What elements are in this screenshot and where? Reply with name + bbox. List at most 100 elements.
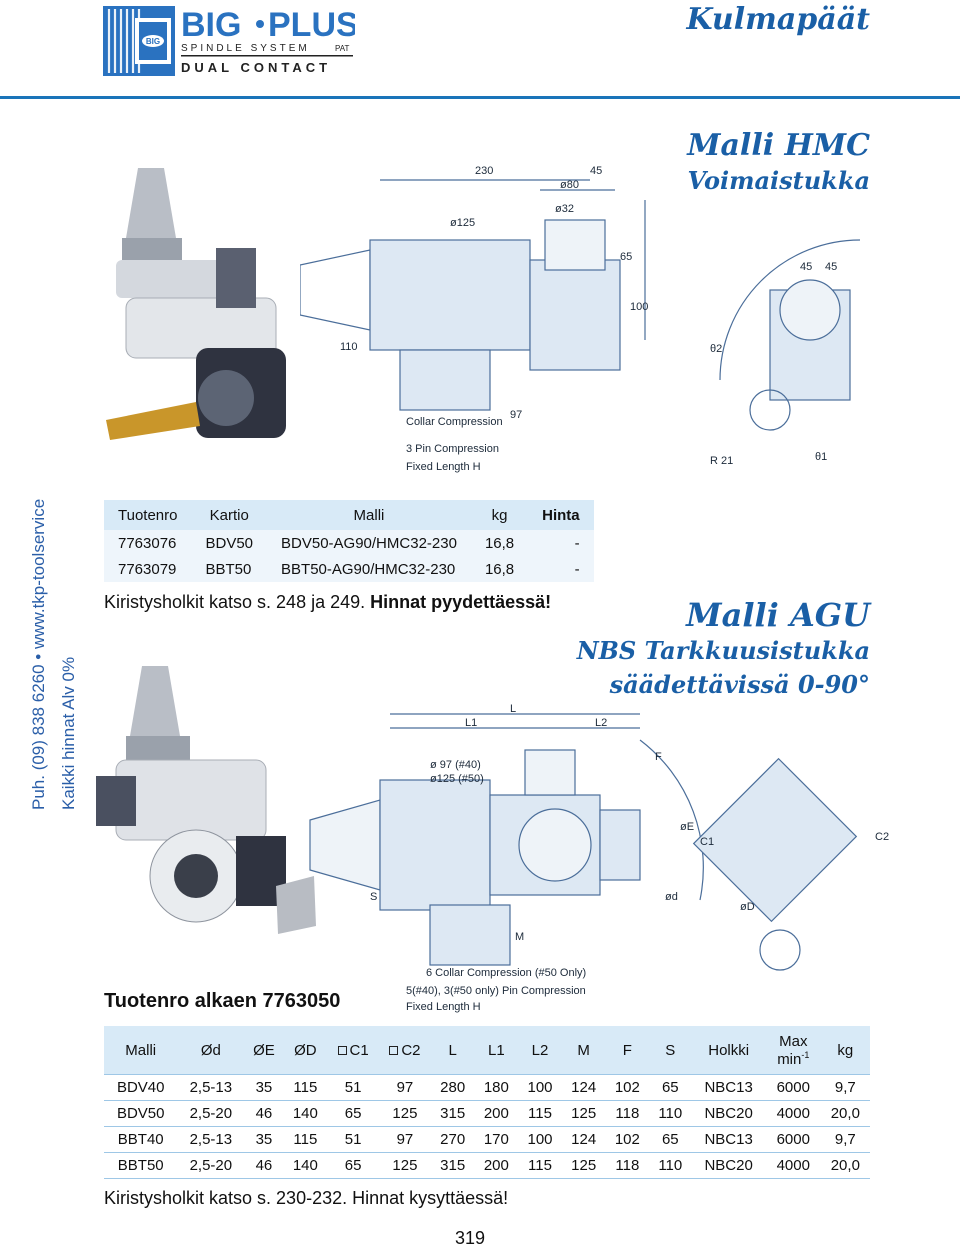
svg-text:Collar Compression: Collar Compression: [406, 416, 503, 428]
agu-cell: 180: [474, 1074, 519, 1101]
hmc-col-tuotenro: Tuotenro: [104, 500, 192, 530]
agu-cell: 125: [561, 1100, 606, 1127]
svg-text:ø 97 (#40): ø 97 (#40): [430, 759, 481, 771]
svg-text:ø125: ø125: [450, 217, 475, 229]
table-row: 7763079 BBT50 BBT50-AG90/HMC32-230 16,8 …: [104, 556, 594, 582]
agu-col-e: ØE: [244, 1026, 284, 1075]
hmc-note-plain: Kiristysholkit katso s. 248 ja 249.: [104, 592, 371, 612]
agu-col-malli: Malli: [104, 1026, 178, 1075]
agu-cell: 97: [379, 1126, 431, 1153]
agu-cell: 270: [430, 1126, 475, 1153]
agu-cell: 110: [649, 1152, 692, 1179]
agu-cell: 9,7: [820, 1074, 870, 1101]
svg-text:C1: C1: [700, 836, 714, 848]
svg-text:3 Pin Compression: 3 Pin Compression: [406, 443, 499, 455]
agu-col-l1: L1: [474, 1026, 519, 1075]
agu-cell: 65: [649, 1074, 692, 1101]
agu-cell: 9,7: [820, 1126, 870, 1153]
agu-cell: 2,5-20: [177, 1152, 245, 1179]
hmc-subtitle: Voimaistukka: [687, 166, 870, 195]
side-contact-line1: Puh. (09) 838 6260 • www.tkp-toolservice: [29, 498, 48, 810]
svg-text:F: F: [655, 751, 662, 763]
page-title: Kulmapäät: [686, 2, 870, 37]
svg-text:5(#40), 3(#50 only) Pin Compre: 5(#40), 3(#50 only) Pin Compression: [406, 985, 586, 997]
agu-cell: 100: [518, 1074, 562, 1101]
hmc-note: Kiristysholkit katso s. 248 ja 249. Hinn…: [104, 592, 551, 613]
agu-cell: 315: [430, 1152, 475, 1179]
big-plus-logo: BIG BIG PLUS SPINDLE SYSTEM PAT DUAL CON…: [103, 6, 355, 76]
agu-cell: 200: [474, 1100, 519, 1127]
logo-plus-text: PLUS: [268, 6, 355, 44]
agu-col-d: Ød: [177, 1026, 245, 1075]
page-number: 319: [454, 1228, 486, 1248]
agu-cell: 125: [561, 1152, 606, 1179]
agu-col-max-label: Max: [779, 1032, 808, 1050]
svg-text:L1: L1: [465, 717, 477, 729]
svg-text:θ2: θ2: [710, 343, 722, 355]
agu-cell: 115: [283, 1074, 328, 1101]
agu-cell: 140: [283, 1152, 328, 1179]
header-rule: [0, 96, 960, 99]
agu-cell: 4000: [765, 1100, 821, 1127]
agu-col-c2: C2: [379, 1026, 431, 1075]
agu-cell: 170: [474, 1126, 519, 1153]
logo-badge-text: BIG: [146, 37, 160, 46]
agu-cell: NBC13: [691, 1074, 766, 1101]
agu-cell: 6000: [765, 1126, 821, 1153]
svg-text:230: 230: [475, 165, 493, 177]
agu-title: Malli AGU: [686, 596, 870, 634]
agu-cell: 65: [327, 1152, 380, 1179]
hmc-cell: 16,8: [470, 530, 529, 556]
svg-text:Fixed Length H: Fixed Length H: [406, 461, 481, 473]
agu-subtitle-1: NBS Tarkkuusistukka: [576, 636, 870, 665]
agu-cell: 124: [561, 1074, 606, 1101]
agu-cell: 115: [518, 1100, 562, 1127]
agu-cell: BBT40: [104, 1126, 178, 1153]
hmc-cell: BBT50-AG90/HMC32-230: [267, 556, 471, 582]
agu-cell: 20,0: [820, 1152, 870, 1179]
agu-cell: 124: [561, 1126, 606, 1153]
svg-text:100: 100: [630, 301, 648, 313]
agu-cell: 51: [327, 1126, 380, 1153]
hmc-note-bold: Hinnat pyydettäessä!: [370, 592, 552, 612]
hmc-table: Tuotenro Kartio Malli kg Hinta 7763076 B…: [104, 500, 594, 582]
agu-note: Kiristysholkit katso s. 230-232. Hinnat …: [104, 1188, 509, 1208]
agu-cell: 125: [379, 1100, 431, 1127]
agu-cell: 115: [283, 1126, 328, 1153]
agu-col-m: M: [561, 1026, 606, 1075]
agu-col-s: S: [649, 1026, 692, 1075]
hmc-title: Malli HMC: [687, 128, 870, 163]
agu-cell: 51: [327, 1074, 380, 1101]
hmc-cell: BDV50-AG90/HMC32-230: [267, 530, 471, 556]
agu-col-dd: ØD: [283, 1026, 328, 1075]
agu-table: Malli Ød ØE ØD C1 C2 L L1 L2 M F S Holkk…: [104, 1026, 870, 1179]
svg-text:M: M: [515, 931, 524, 943]
hmc-col-kg: kg: [470, 500, 529, 530]
agu-cell: BDV40: [104, 1074, 178, 1101]
agu-cell: 65: [327, 1100, 380, 1127]
svg-text:øE: øE: [680, 821, 694, 833]
agu-table-header-row: Malli Ød ØE ØD C1 C2 L L1 L2 M F S Holkk…: [104, 1026, 870, 1075]
svg-text:ø80: ø80: [560, 179, 579, 191]
svg-text:Fixed Length H: Fixed Length H: [406, 1001, 481, 1013]
agu-col-kg: kg: [820, 1026, 870, 1075]
hmc-col-malli: Malli: [267, 500, 471, 530]
hmc-cell: BDV50: [191, 530, 268, 556]
hmc-cell: BBT50: [191, 556, 268, 582]
agu-cell: NBC20: [691, 1152, 766, 1179]
svg-text:45: 45: [825, 261, 837, 273]
hmc-col-kartio: Kartio: [191, 500, 268, 530]
agu-cell: BDV50: [104, 1100, 178, 1127]
svg-text:S: S: [370, 891, 377, 903]
logo-big-text: BIG: [181, 6, 241, 44]
agu-col-c2-label: C2: [401, 1041, 421, 1059]
hmc-product-photo: [106, 168, 286, 440]
agu-cell: 102: [605, 1074, 650, 1101]
agu-cell: 35: [244, 1126, 284, 1153]
agu-cell: NBC20: [691, 1100, 766, 1127]
